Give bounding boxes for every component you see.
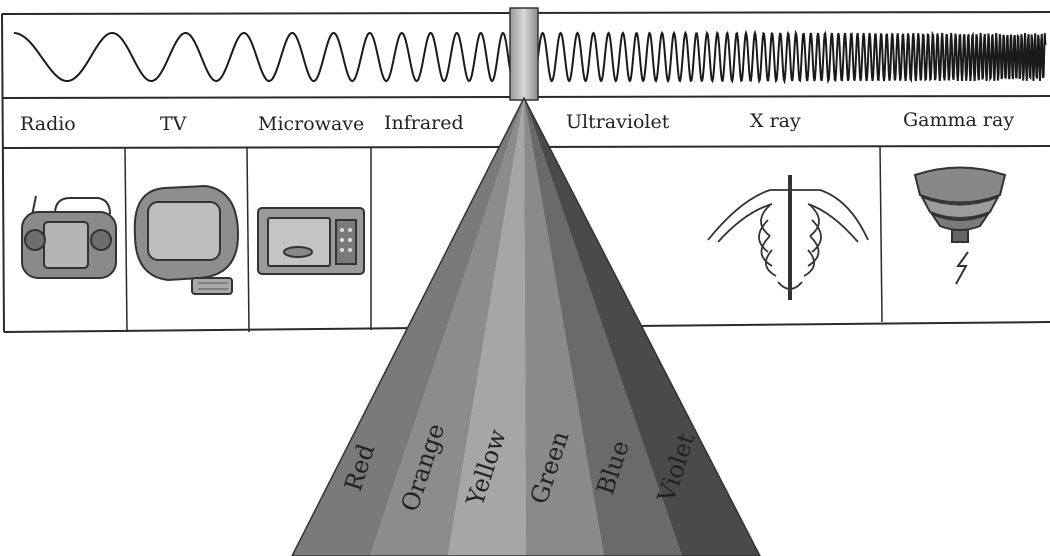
skeleton-icon (708, 175, 868, 300)
label-xray: X ray (750, 110, 801, 132)
visible-light-strip (510, 8, 538, 100)
label-tv: TV (160, 113, 187, 135)
label-microwave: Microwave (258, 113, 364, 135)
tv-icon (135, 186, 238, 294)
label-gamma-ray: Gamma ray (903, 109, 1014, 131)
label-ultraviolet: Ultraviolet (566, 111, 670, 133)
label-infrared: Infrared (384, 112, 464, 134)
gamma-source-icon (915, 168, 1005, 285)
microwave-icon (258, 208, 364, 274)
label-radio: Radio (20, 113, 76, 135)
radio-icon (22, 196, 116, 278)
